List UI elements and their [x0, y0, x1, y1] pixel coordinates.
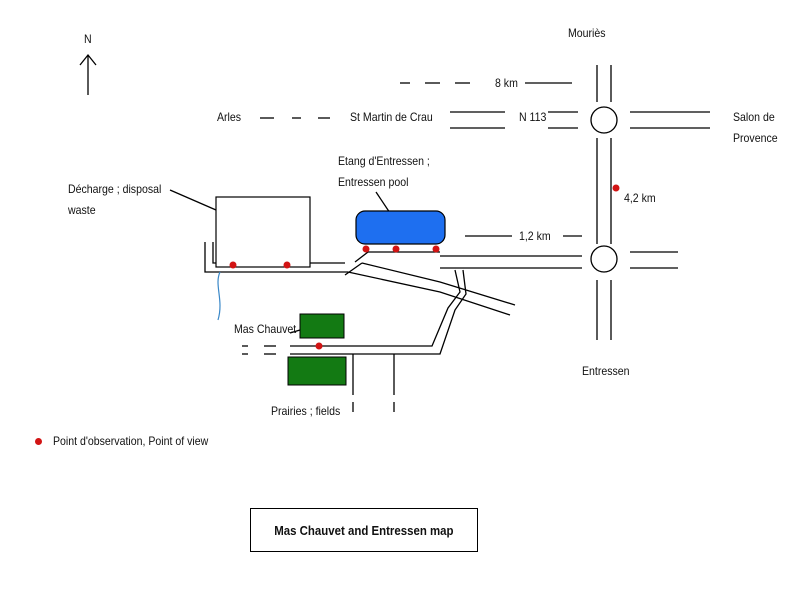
etang-label-line1: Etang d'Entressen ; — [338, 154, 430, 168]
decharge-label-line1: Décharge ; disposal — [68, 182, 162, 196]
place-salon-line1: Salon de — [733, 110, 775, 124]
legend-label: Point d'observation, Point of view — [53, 434, 209, 448]
observation-point-icon — [229, 261, 237, 269]
observation-point-icon — [35, 438, 42, 445]
distance-12km: 1,2 km — [519, 229, 551, 243]
roundabout-north — [590, 106, 618, 134]
road-diagonal — [347, 262, 516, 316]
place-arles: Arles — [217, 110, 242, 124]
map-title: Mas Chauvet and Entressen map — [274, 522, 454, 538]
road-n113 — [450, 111, 710, 129]
place-st-martin: St Martin de Crau — [350, 110, 433, 124]
observation-point-icon — [392, 245, 400, 253]
decharge-label-line2: waste — [68, 203, 96, 217]
road-mas-chauvet — [242, 269, 467, 355]
distance-8km: 8 km — [495, 76, 518, 90]
place-salon-line2: Provence — [733, 131, 778, 145]
road-label-n113: N 113 — [519, 110, 547, 124]
mas-chauvet-leader — [289, 329, 301, 334]
distance-42km: 4,2 km — [624, 191, 656, 205]
road-east-south — [630, 251, 678, 269]
observation-point-icon — [362, 245, 370, 253]
observation-point-icon — [432, 245, 440, 253]
entressen-pool — [355, 210, 446, 245]
road-west-junction — [440, 255, 582, 269]
observation-point-icon — [612, 184, 620, 192]
decharge-area — [215, 196, 311, 268]
etang-leader — [375, 191, 391, 214]
road-pool — [344, 251, 440, 276]
road-mouries-entressen — [596, 65, 612, 340]
place-mas-chauvet: Mas Chauvet — [234, 322, 297, 336]
place-mouries: Mouriès — [568, 26, 606, 40]
mas-chauvet-field — [299, 313, 345, 339]
etang-label-line2: Entressen pool — [338, 175, 409, 189]
roundabout-south — [590, 245, 618, 273]
place-prairies: Prairies ; fields — [271, 404, 341, 418]
observation-point-icon — [315, 342, 323, 350]
stream — [217, 271, 221, 321]
place-entressen: Entressen — [582, 364, 630, 378]
prairie-field — [287, 356, 347, 386]
road-fields — [352, 354, 395, 412]
compass-label: N — [84, 32, 92, 46]
observation-point-icon — [283, 261, 291, 269]
decharge-leader — [169, 189, 217, 211]
observation-points — [229, 184, 620, 350]
roads — [169, 65, 710, 412]
map-title-box: Mas Chauvet and Entressen map — [250, 508, 478, 552]
north-arrow-icon — [79, 53, 97, 95]
